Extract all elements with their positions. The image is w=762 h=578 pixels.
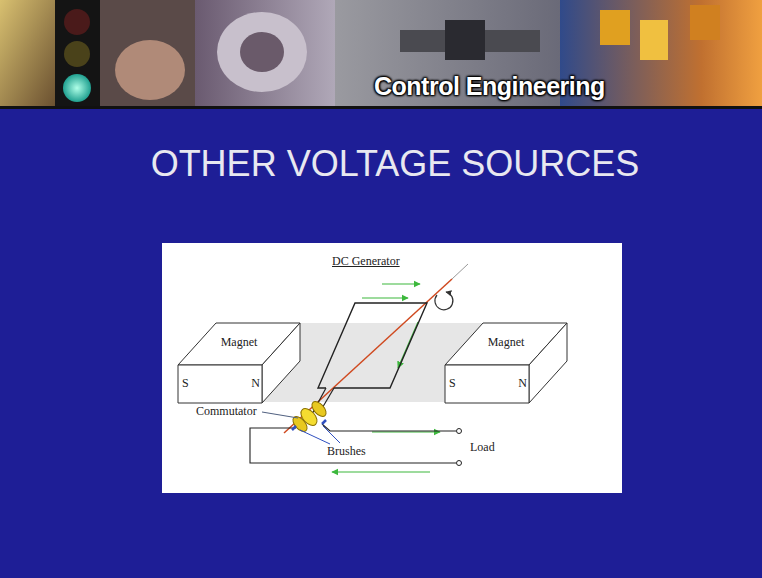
magnet-outline xyxy=(176,320,304,406)
pole-label: N xyxy=(238,376,260,391)
magnet-face xyxy=(178,365,262,403)
slide-title: OTHER VOLTAGE SOURCES xyxy=(14,143,762,185)
load-terminal xyxy=(457,461,462,466)
banner xyxy=(0,0,762,109)
magnet-face xyxy=(445,365,529,403)
pole-label: N xyxy=(505,376,527,391)
pole-label: S xyxy=(449,376,471,391)
magnet-block: MagnetS N xyxy=(176,320,304,406)
banner xyxy=(240,32,284,72)
current-arrow xyxy=(382,283,420,284)
banner xyxy=(195,0,335,108)
magnet-outline xyxy=(443,320,571,406)
pole-label: S xyxy=(182,376,204,391)
banner xyxy=(115,40,185,100)
magnet-label: Magnet xyxy=(473,335,539,350)
leader-line xyxy=(262,412,298,418)
commutator-symbol xyxy=(290,399,328,434)
load-wire xyxy=(250,424,456,463)
leader-line xyxy=(300,430,330,444)
rotation-symbol xyxy=(435,292,453,310)
magnet-face xyxy=(529,323,567,403)
banner xyxy=(0,0,55,108)
load-wire xyxy=(322,424,456,431)
figure-heading: DC Generator xyxy=(332,254,400,269)
banner-title: Control Engineering xyxy=(374,72,605,101)
banner xyxy=(0,0,762,108)
banner xyxy=(63,74,91,102)
rotation-symbol xyxy=(435,292,453,310)
banner xyxy=(690,5,720,40)
banner xyxy=(64,41,90,67)
banner xyxy=(640,20,668,60)
current-arrow xyxy=(332,471,430,472)
banner xyxy=(55,0,100,108)
magnet-block: MagnetS N xyxy=(443,320,571,406)
rotation-axis xyxy=(284,279,452,433)
brush-symbol xyxy=(292,420,326,430)
brush-symbol xyxy=(292,426,296,430)
part-label: Load xyxy=(470,440,495,455)
part-label: Brushes xyxy=(327,444,366,459)
figure-panel xyxy=(162,243,622,493)
banner xyxy=(600,10,630,45)
rotation-axis xyxy=(452,264,468,279)
banner xyxy=(217,12,307,92)
banner xyxy=(0,106,762,109)
banner xyxy=(100,0,195,108)
current-arrow xyxy=(332,284,440,472)
magnet-face xyxy=(262,323,300,403)
current-arrow xyxy=(372,431,440,432)
leader-line xyxy=(323,426,340,443)
commutator-symbol xyxy=(309,399,328,419)
load-wire xyxy=(250,428,456,463)
load-terminal xyxy=(457,429,462,434)
current-arrow xyxy=(362,297,408,298)
part-label: Commutator xyxy=(196,404,257,419)
magnet-label: Magnet xyxy=(206,335,272,350)
banner xyxy=(64,9,90,35)
armature-coil xyxy=(318,303,427,388)
brush-symbol xyxy=(322,420,326,424)
banner xyxy=(445,20,485,60)
